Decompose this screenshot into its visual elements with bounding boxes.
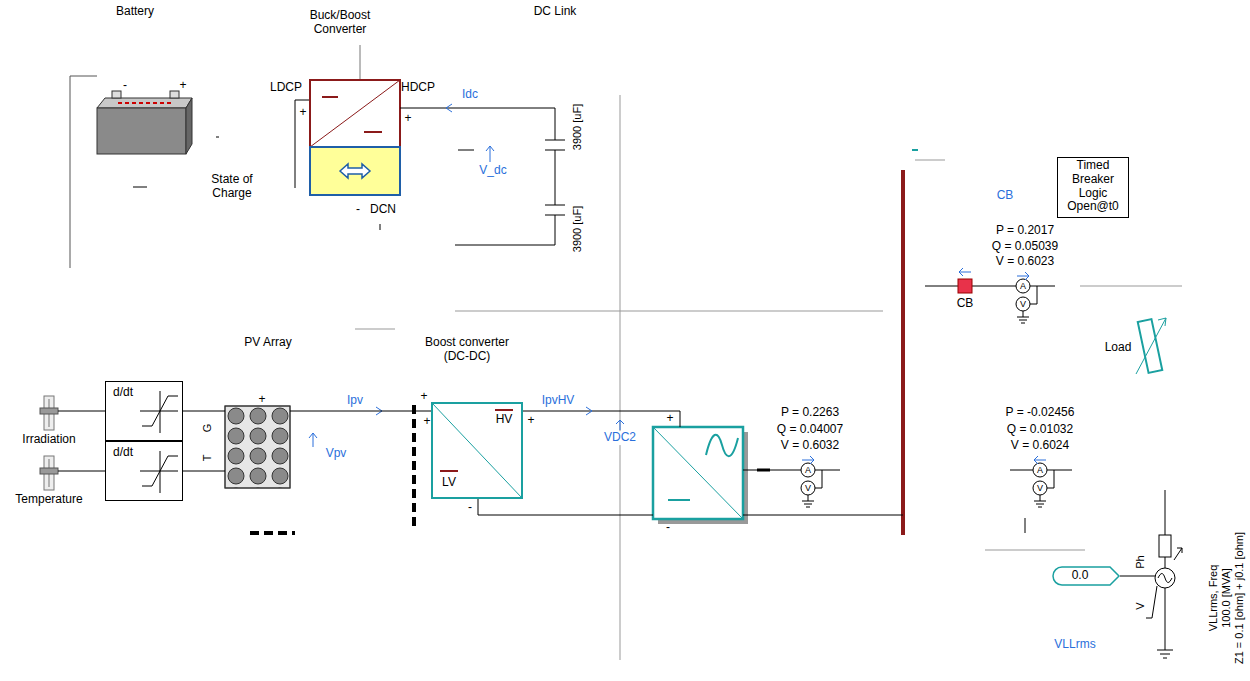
- signal-wire: [183, 411, 215, 412]
- load-symbol: [1136, 318, 1166, 374]
- node-text: CB: [957, 297, 974, 311]
- node-text: Temperature: [15, 493, 82, 507]
- terminal-sign: +: [423, 415, 430, 429]
- terminal-sign: -: [666, 521, 670, 535]
- terminal-sign: +: [258, 393, 265, 407]
- meter-reading: Q = 0.05039: [992, 240, 1058, 254]
- node-text: PV Array: [244, 336, 291, 350]
- meter-reading: V = 0.6032: [781, 439, 839, 453]
- breaker-symbol: [925, 268, 993, 293]
- buck-boost-symbol: [295, 45, 400, 230]
- terminal-sign: -: [468, 501, 472, 515]
- meter-reading: P = 0.2263: [781, 406, 839, 420]
- capacitor-value: 3900 [uF]: [571, 104, 584, 150]
- signal-label: Idc: [462, 88, 478, 102]
- node-text: Z1 = 0.1 [ohm] + j0.1 [ohm]: [1233, 532, 1246, 664]
- node-text: LV: [442, 476, 456, 490]
- boost-converter-symbol: [250, 403, 522, 533]
- terminal-sign: +: [527, 414, 534, 428]
- logic-box: Timed Breaker Logic Open@t0: [1057, 157, 1129, 218]
- node-outline: [1053, 567, 1119, 585]
- circuit-breaker: CB: [950, 266, 980, 312]
- pin-label: T: [201, 455, 214, 462]
- signal-label: IpvHV: [542, 394, 575, 408]
- meter-reading: P = 0.2017: [996, 224, 1054, 238]
- signal-label: Vpv: [326, 447, 347, 461]
- source-symbol: [1146, 490, 1182, 658]
- signal-wire: [83, 411, 105, 412]
- node-text: HV: [496, 413, 513, 427]
- pin-label: LDCP: [270, 81, 302, 95]
- signal-label: Ipv: [347, 394, 363, 408]
- ac-bus: [901, 170, 905, 535]
- pin-label: HDCP: [401, 81, 435, 95]
- signal-label: CB: [997, 189, 1014, 203]
- terminal-sign: +: [420, 390, 427, 404]
- meter-reading: V = 0.6023: [996, 255, 1054, 269]
- terminal-sign: +: [299, 106, 306, 120]
- node-text: Boost converter (DC-DC): [412, 336, 522, 364]
- node-text: d/dt: [113, 446, 133, 460]
- meter-reading: V = 0.6024: [1011, 439, 1069, 453]
- pin-label: DCN: [370, 203, 396, 217]
- terminal-sign: +: [666, 412, 673, 426]
- battery-block: Battery: [85, 3, 195, 160]
- grid-lines: [355, 95, 1182, 660]
- terminal-sign: +: [179, 79, 186, 93]
- slider-control: Temperature: [12, 453, 88, 510]
- node-text: Battery: [116, 5, 154, 19]
- signal-wire: [1120, 576, 1150, 577]
- capacitor-value: 3900 [uF]: [571, 206, 584, 252]
- meter-reading: Q = 0.04007: [777, 423, 843, 437]
- signal-wire: [88, 471, 105, 472]
- constant-input: 0.0: [1052, 566, 1120, 586]
- meter-letter: A: [1037, 465, 1043, 475]
- meters: [778, 272, 1072, 507]
- node-text: d/dt: [113, 386, 133, 400]
- converter-block: Buck/Boost Converter: [290, 3, 410, 198]
- pv-array-symbol: [215, 406, 382, 488]
- limiter-icons: [140, 391, 178, 493]
- load-resistor: Load: [1100, 320, 1135, 376]
- meter-letter: A: [1020, 281, 1026, 291]
- node-text: 0.0: [1072, 569, 1089, 583]
- meter-letter: V: [1020, 299, 1026, 309]
- derivative-block: d/dt: [105, 441, 183, 501]
- signal-label: VLLrms: [1054, 638, 1095, 652]
- signal-wire: [183, 471, 215, 472]
- derivative-block: d/dt: [105, 381, 183, 441]
- meter-letter: V: [1037, 483, 1043, 493]
- meter-reading: P = -0.02456: [1006, 406, 1075, 420]
- node-text: Load: [1105, 341, 1132, 355]
- signal-label: V_dc: [479, 164, 506, 178]
- dc-link-capacitors: [400, 104, 565, 245]
- signal-label: State of Charge: [202, 173, 262, 201]
- node-text: Irradiation: [22, 433, 75, 447]
- node-text: Timed Breaker Logic Open@t0: [1060, 159, 1126, 214]
- terminal-sign: -: [123, 79, 127, 93]
- section-title: DC Link: [534, 5, 577, 19]
- terminal-sign: -: [356, 203, 360, 217]
- inverter-symbol: [478, 407, 903, 524]
- voltage-source: VLLrms, Freq100.0 [MVA]Z1 = 0.1 [ohm] + …: [1150, 525, 1248, 670]
- pin-label: V: [1134, 602, 1147, 609]
- terminal-sign: +: [404, 112, 411, 126]
- pv-array: PV Array: [215, 335, 305, 495]
- meter-letter: V: [805, 483, 811, 493]
- battery-symbol: [70, 76, 219, 268]
- signal-wire: [305, 411, 405, 412]
- node-text: VLLrms, Freq: [1207, 565, 1220, 632]
- meter-letter: A: [805, 465, 811, 475]
- slider-control: Irradiation: [15, 393, 83, 450]
- meter-reading: Q = 0.01032: [1007, 423, 1073, 437]
- node-text: Buck/Boost Converter: [300, 9, 380, 37]
- node-text: 100.0 [MVA]: [1220, 568, 1233, 628]
- pin-label: Ph: [1134, 555, 1147, 568]
- pin-label: G: [201, 424, 214, 433]
- signal-label: VDC2: [604, 431, 636, 445]
